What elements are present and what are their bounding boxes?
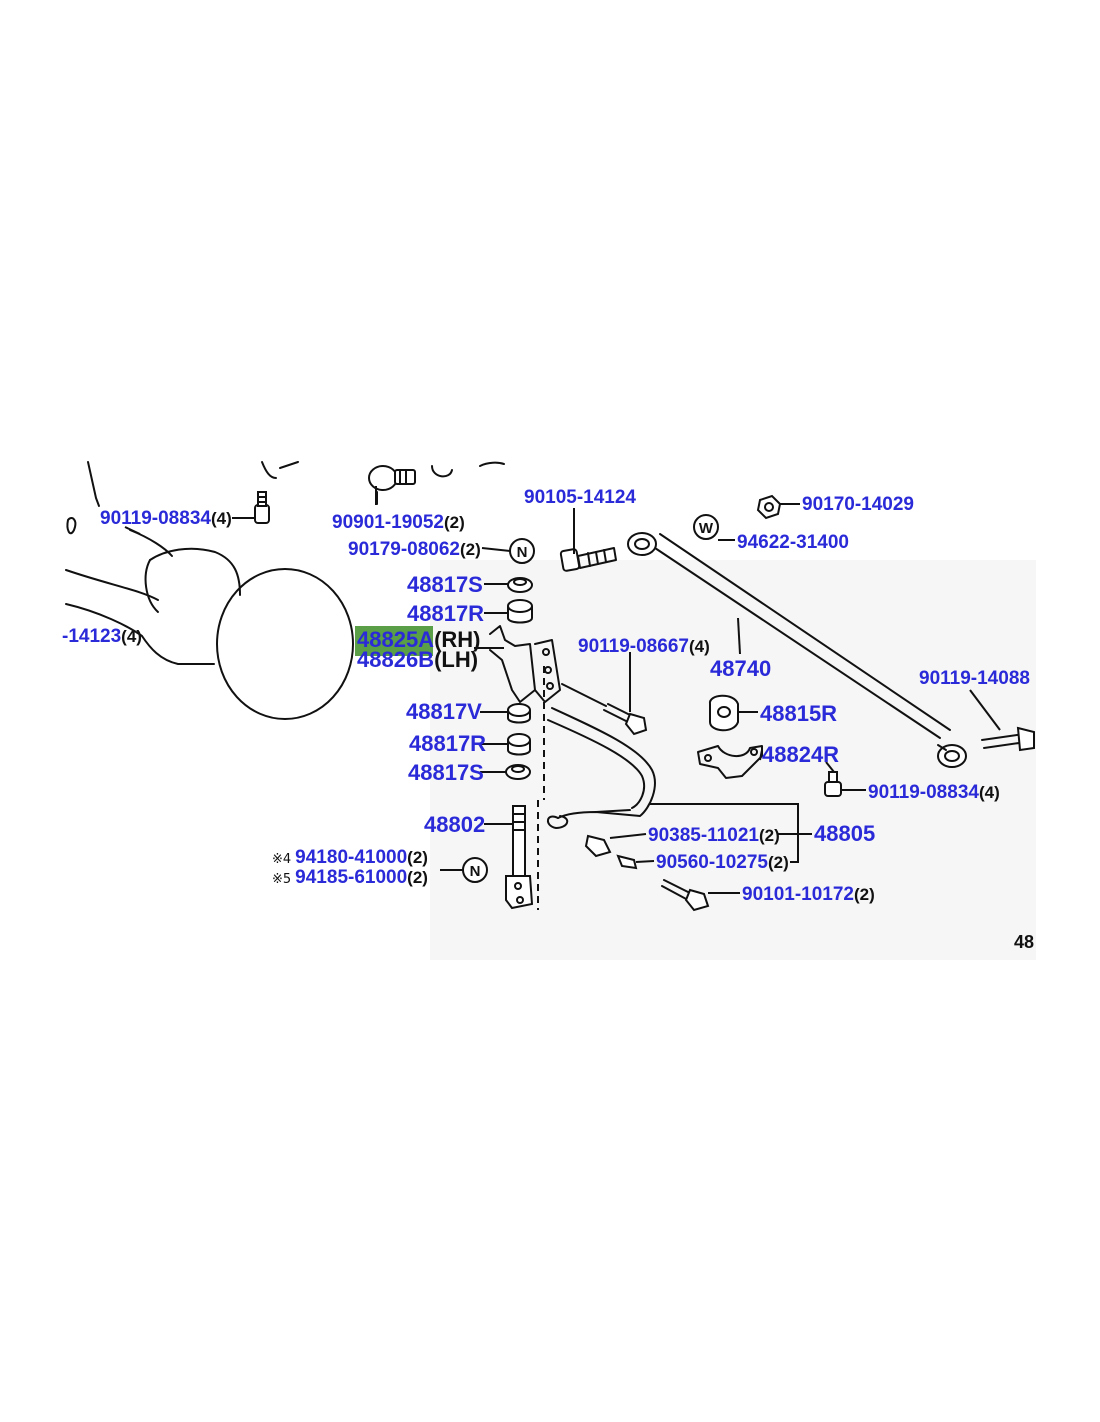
label-90119-08834-right: 90119-08834(4)	[868, 782, 1000, 803]
bracket-48825A-48826B	[474, 625, 561, 703]
nut-mark-text-top: N	[517, 544, 528, 561]
label-48824R: 48824R	[762, 742, 839, 767]
stabilizer-link-48802	[505, 666, 545, 910]
label-90385-11021: 90385-11021(2)	[648, 825, 780, 846]
label-90170-14029: 90170-14029	[802, 494, 914, 515]
label-90119-08834-top: 90119-08834(4)	[100, 508, 232, 529]
leader-lines	[124, 486, 1001, 894]
label-48825A: 48825A(RH)	[357, 627, 481, 652]
part-labels: 90119-08834(4) 90901-19052(2) 90105-1412…	[62, 487, 1034, 952]
label-94622-31400: 94622-31400	[737, 532, 849, 553]
highlight-48825A	[355, 626, 433, 656]
label-48740: 48740	[710, 656, 771, 681]
nut-90170-14029	[756, 494, 782, 520]
bushing-48815R	[709, 694, 739, 732]
label-48817S-top: 48817S	[407, 572, 483, 597]
label-90119-14088: 90119-14088	[919, 668, 1030, 689]
bushing-48817S-low	[505, 764, 531, 780]
bolt-90119-14088	[981, 726, 1035, 752]
label-48815R: 48815R	[760, 701, 837, 726]
label-90119-08667: 90119-08667(4)	[578, 636, 710, 657]
label-48805: 48805	[814, 821, 875, 846]
bushing-48817V	[507, 703, 531, 724]
bushing-48817R-top	[507, 599, 533, 624]
label-90901-19052: 90901-19052(2)	[332, 512, 465, 533]
washer-mark-text: W	[699, 520, 714, 537]
nut-mark-icon-bottom: N	[462, 857, 488, 883]
label-14123: -14123(4)	[62, 626, 142, 647]
label-48802: 48802	[424, 812, 485, 837]
collar-90560-10275	[616, 854, 638, 870]
page-code: 48	[1014, 932, 1034, 952]
bolt-90119-08667	[561, 683, 648, 736]
label-48817R-top: 48817R	[407, 601, 484, 626]
washer-mark-icon: W	[693, 514, 719, 540]
label-48817S-low: 48817S	[408, 760, 484, 785]
label-90105-14124: 90105-14124	[524, 487, 636, 508]
bolt-90101-10172	[661, 879, 710, 912]
lateral-rod-48740	[627, 532, 967, 768]
label-48826B: 48826B(LH)	[357, 647, 478, 672]
nut-mark-text-bottom: N	[470, 863, 481, 880]
bolt-90105-14124	[559, 547, 617, 572]
bolt-90119-08834-top	[254, 491, 270, 524]
label-48817R-low: 48817R	[409, 731, 486, 756]
label-90179-08062: 90179-08062(2)	[348, 539, 481, 560]
bushing-90385-11021	[584, 834, 612, 858]
label-90560-10275: 90560-10275(2)	[656, 852, 789, 873]
nut-mark-icon: N	[509, 538, 535, 564]
bracket-48824R	[697, 745, 763, 779]
stabilizer-bar-48805	[547, 707, 656, 829]
label-48817V: 48817V	[406, 699, 482, 724]
bushing-48817S-top	[507, 577, 533, 593]
bolt-90901-19052	[368, 461, 505, 505]
label-90101-10172: 90101-10172(2)	[742, 884, 875, 905]
axle-housing-drawing	[65, 461, 354, 720]
bushing-48817R-low	[507, 733, 531, 756]
